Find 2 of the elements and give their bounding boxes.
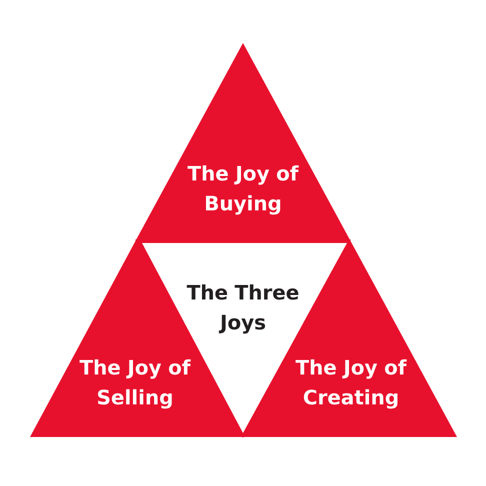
node-label: The Joy of Buying (188, 165, 299, 215)
triangle-segment: The Joy of Buying (136, 43, 350, 240)
